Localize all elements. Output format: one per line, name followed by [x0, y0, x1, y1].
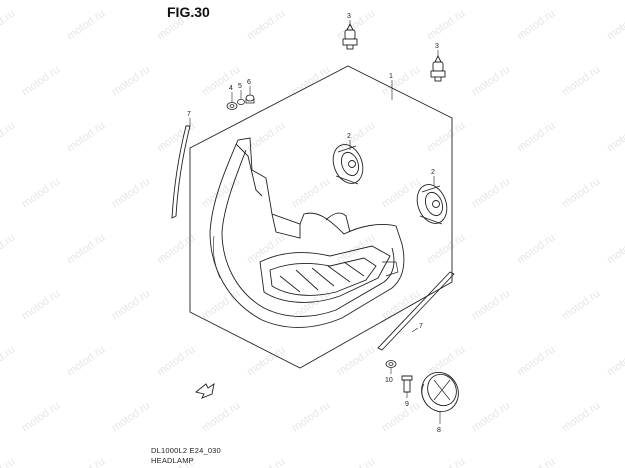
leader-lines — [189, 20, 441, 424]
watermark-text: motod.ru — [605, 232, 625, 267]
watermark-text: motod.ru — [65, 120, 107, 155]
callout-3-right: 3 — [435, 43, 439, 50]
watermark-text: motod.ru — [380, 64, 422, 99]
watermark-text: motod.ru — [515, 232, 557, 267]
watermark-text: motod.ru — [470, 400, 512, 435]
watermark-text: motod.ru — [110, 176, 152, 211]
watermark-text: motod.ru — [560, 64, 602, 99]
watermark-text: motod.ru — [110, 400, 152, 435]
callout-5: 5 — [238, 83, 242, 90]
watermark-text: motod.ru — [155, 120, 197, 155]
seal-strip-left — [171, 125, 191, 219]
watermark-text: motod.ru — [560, 176, 602, 211]
callout-2-right: 2 — [431, 169, 435, 176]
callout-10: 10 — [385, 377, 393, 384]
watermark-text: motod.ru — [515, 344, 557, 379]
screw — [401, 375, 413, 393]
callout-7-left: 7 — [187, 111, 191, 118]
watermark-text: motod.ru — [0, 8, 17, 43]
watermark-text: motod.ru — [20, 288, 62, 323]
watermark-text: motod.ru — [155, 232, 197, 267]
watermark-text: motod.ru — [65, 8, 107, 43]
watermark-text: motod.ru — [20, 176, 62, 211]
callout-1: 1 — [389, 73, 393, 80]
watermark-text: motod.ru — [560, 288, 602, 323]
watermark-text: motod.ru — [245, 120, 287, 155]
bulb-right — [430, 54, 446, 82]
watermark-text: motod.ru — [200, 288, 242, 323]
watermark-text: motod.ru — [200, 64, 242, 99]
watermark-text: motod.ru — [110, 64, 152, 99]
watermark-text: motod.ru — [65, 456, 107, 468]
callout-3-left: 3 — [347, 13, 351, 20]
watermark-text: motod.ru — [605, 120, 625, 155]
headlamp-cap — [421, 371, 459, 413]
callout-8: 8 — [437, 427, 441, 434]
callout-6: 6 — [247, 79, 251, 86]
part-group-name: HEADLAMP — [151, 456, 194, 465]
watermark-text: motod.ru — [20, 64, 62, 99]
watermark-text: motod.ru — [605, 456, 625, 468]
watermark-text: motod.ru — [0, 120, 17, 155]
watermark-text: motod.ru — [200, 400, 242, 435]
watermark-text: motod.ru — [245, 8, 287, 43]
watermark-text: motod.ru — [335, 120, 377, 155]
watermark-text: motod.ru — [290, 176, 332, 211]
watermark-text: motod.ru — [335, 8, 377, 43]
callout-9: 9 — [405, 401, 409, 408]
watermark-text: motod.ru — [0, 232, 17, 267]
watermark-text: motod.ru — [515, 120, 557, 155]
washer — [385, 360, 397, 368]
watermark-text: motod.ru — [470, 176, 512, 211]
front-arrow-icon — [195, 383, 215, 399]
watermark-text: motod.ru — [290, 288, 332, 323]
watermark-text: motod.ru — [380, 288, 422, 323]
bulb-left — [342, 22, 358, 50]
watermark-text: motod.ru — [245, 456, 287, 468]
watermark-text: motod.ru — [380, 400, 422, 435]
watermark-text: motod.ru — [0, 456, 17, 468]
bulb-socket-left — [332, 144, 364, 185]
model-code: DL1000L2 E24_030 — [151, 446, 221, 455]
watermark-text: motod.ru — [605, 344, 625, 379]
watermark-text: motod.ru — [20, 400, 62, 435]
nut-washer-set — [226, 94, 255, 110]
watermark-text: motod.ru — [0, 344, 17, 379]
watermark-text: motod.ru — [335, 232, 377, 267]
watermark-text: motod.ru — [425, 8, 467, 43]
watermark-text: motod.ru — [470, 288, 512, 323]
watermark-text: motod.ru — [245, 232, 287, 267]
watermark-text: motod.ru — [515, 8, 557, 43]
callout-4: 4 — [229, 85, 233, 92]
watermark-text: motod.ru — [425, 456, 467, 468]
bulb-socket-right — [416, 184, 448, 225]
watermark-text: motod.ru — [425, 344, 467, 379]
watermark-text: motod.ru — [560, 400, 602, 435]
watermark-text: motod.ru — [425, 120, 467, 155]
watermark-text: motod.ru — [65, 232, 107, 267]
assembly-outline — [189, 65, 453, 369]
watermark-text: motod.ru — [515, 456, 557, 468]
watermark-text: motod.ru — [425, 232, 467, 267]
watermark-text: motod.ru — [335, 344, 377, 379]
watermark-text: motod.ru — [470, 64, 512, 99]
watermark-text: motod.ru — [290, 400, 332, 435]
watermark-text: motod.ru — [380, 176, 422, 211]
watermark-text: motod.ru — [110, 288, 152, 323]
watermark-text: motod.ru — [65, 344, 107, 379]
watermark-text: motod.ru — [245, 344, 287, 379]
headlamp-housing — [209, 137, 405, 328]
callout-7-right: 7 — [419, 323, 423, 330]
watermark-text: motod.ru — [605, 8, 625, 43]
figure-title: FIG.30 — [167, 4, 210, 20]
watermark-text: motod.ru — [155, 344, 197, 379]
watermark-text: motod.ru — [335, 456, 377, 468]
seal-strip-right — [377, 271, 455, 351]
callout-2-left: 2 — [347, 133, 351, 140]
